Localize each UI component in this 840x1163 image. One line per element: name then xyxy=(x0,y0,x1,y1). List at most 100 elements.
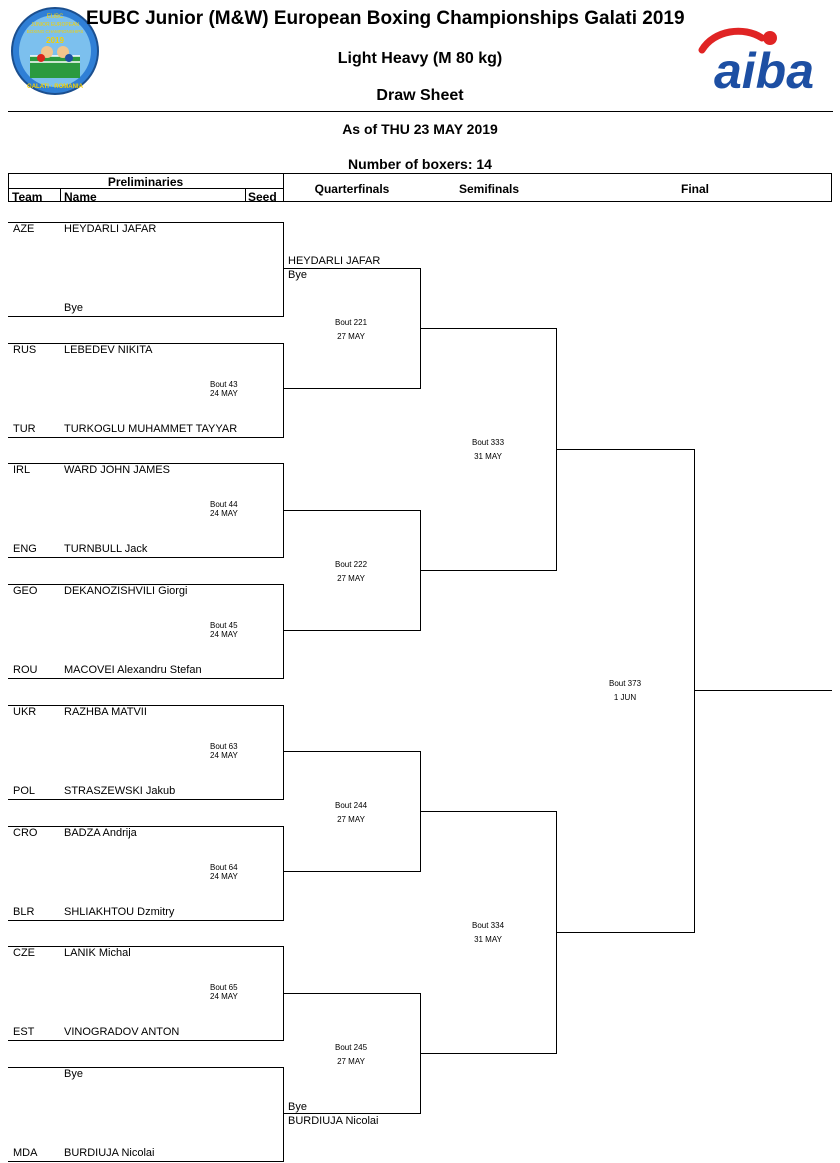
qf-line-top xyxy=(283,510,421,511)
prelim-bout-number: Bout 63 xyxy=(210,742,238,751)
aiba-wordmark: aiba xyxy=(714,43,814,94)
entrant-team: BLR xyxy=(13,906,35,918)
qf-bye-note: Bye xyxy=(288,269,307,281)
final-bout-number: Bout 373 xyxy=(608,679,642,688)
entrant-name: RAZHBA MATVII xyxy=(64,706,147,718)
prelim-bout-date: 24 MAY xyxy=(210,509,238,518)
prelim-line-top xyxy=(8,705,284,706)
prelim-bout-number: Bout 64 xyxy=(210,863,238,872)
qf-bout-number: Bout 221 xyxy=(334,318,368,327)
prelim-bout-number: Bout 45 xyxy=(210,621,238,630)
entrant-team: AZE xyxy=(13,223,35,235)
prelim-line-top xyxy=(8,826,284,827)
boxers-count: Number of boxers: 14 xyxy=(348,156,492,172)
entrant-team: RUS xyxy=(13,344,37,356)
col-team: Team xyxy=(12,190,43,204)
entrant-team: POL xyxy=(13,785,36,797)
qf-bye-note: Bye xyxy=(288,1101,307,1113)
prelim-line-top xyxy=(8,1067,284,1068)
entrant-name: WARD JOHN JAMES xyxy=(64,464,170,476)
prelim-connector xyxy=(283,826,284,920)
entrant-name: BADZA Andrija xyxy=(64,827,137,839)
prelim-bout-date: 24 MAY xyxy=(210,751,238,760)
final-bout-date: 1 JUN xyxy=(613,693,637,702)
entrant-team: EST xyxy=(13,1026,35,1038)
entrant-team: UKR xyxy=(13,706,37,718)
prelim-connector xyxy=(283,343,284,437)
qf-bout-number: Bout 244 xyxy=(334,801,368,810)
prelim-line-bottom xyxy=(8,678,284,679)
sf-bout-number: Bout 333 xyxy=(471,438,505,447)
prelim-line-top xyxy=(8,584,284,585)
qf-bout-number: Bout 222 xyxy=(334,560,368,569)
prelim-connector xyxy=(283,584,284,678)
entrant-name: Bye xyxy=(64,302,83,314)
prelim-line-top xyxy=(8,222,284,223)
entrant-team: GEO xyxy=(13,585,38,597)
prelim-bout-number: Bout 43 xyxy=(210,380,238,389)
entrant-name: Bye xyxy=(64,1068,83,1080)
prelim-line-bottom xyxy=(8,316,284,317)
sf-line-bottom xyxy=(420,570,557,571)
prelim-bout-number: Bout 65 xyxy=(210,983,238,992)
prelim-bout-date: 24 MAY xyxy=(210,630,238,639)
entrant-name: DEKANOZISHVILI Giorgi xyxy=(64,585,188,597)
sheet-title: Draw Sheet xyxy=(376,87,464,104)
entrant-name: MACOVEI Alexandru Stefan xyxy=(64,664,202,676)
entrant-team: ENG xyxy=(13,543,37,555)
prelim-line-top xyxy=(8,946,284,947)
col-seed: Seed xyxy=(248,190,277,204)
prelim-line-bottom xyxy=(8,557,284,558)
qf-bout-date: 27 MAY xyxy=(337,1057,365,1066)
entrant-team: IRL xyxy=(13,464,31,476)
final-line-top xyxy=(556,449,695,450)
as-of-date: As of THU 23 MAY 2019 xyxy=(342,121,498,137)
qf-line-top xyxy=(283,268,421,269)
entrant-team: TUR xyxy=(13,423,36,435)
aiba-logo: aiba xyxy=(698,27,814,94)
prelim-bout-date: 24 MAY xyxy=(210,992,238,1001)
entrant-name: VINOGRADOV ANTON xyxy=(64,1026,180,1038)
col-preliminaries: Preliminaries xyxy=(107,175,184,189)
sf-line-top xyxy=(420,811,557,812)
logo-text-galati: GALATI · ROMANIA xyxy=(27,84,84,90)
sf-bout-date: 31 MAY xyxy=(474,935,502,944)
entrant-name: LEBEDEV NIKITA xyxy=(64,344,153,356)
entrant-name: HEYDARLI JAFAR xyxy=(64,223,157,235)
entrant-team: MDA xyxy=(13,1147,38,1159)
sf-line-bottom xyxy=(420,1053,557,1054)
qf-line-bottom xyxy=(283,388,421,389)
header-separator xyxy=(283,173,284,202)
eubc-championship-logo: EUBC JUNIOR EUROPEAN BOXING CHAMPIONSHIP… xyxy=(11,7,99,95)
entrant-team: CZE xyxy=(13,947,35,959)
qf-advanced-name: BURDIUJA Nicolai xyxy=(288,1115,379,1127)
qf-line-top xyxy=(283,993,421,994)
entrant-team: CRO xyxy=(13,827,38,839)
prelim-bout-date: 24 MAY xyxy=(210,389,238,398)
qf-line-top xyxy=(283,751,421,752)
prelim-bout-date: 24 MAY xyxy=(210,872,238,881)
entrant-name: TURNBULL Jack xyxy=(64,543,148,555)
col-final: Final xyxy=(680,182,709,196)
qf-line-bottom xyxy=(283,1113,421,1114)
prelim-line-bottom xyxy=(8,437,284,438)
prelim-line-bottom xyxy=(8,1161,284,1162)
weight-class: Light Heavy (M 80 kg) xyxy=(337,50,503,67)
prelim-line-top xyxy=(8,463,284,464)
qf-advanced-name: HEYDARLI JAFAR xyxy=(288,255,381,267)
col-name: Name xyxy=(64,190,97,204)
prelim-line-bottom xyxy=(8,799,284,800)
logo-text-junior: JUNIOR EUROPEAN xyxy=(31,22,79,28)
qf-bout-date: 27 MAY xyxy=(337,574,365,583)
header-col-sep-seed xyxy=(245,188,246,202)
qf-bout-date: 27 MAY xyxy=(337,815,365,824)
prelim-line-top xyxy=(8,343,284,344)
header-divider xyxy=(8,111,833,112)
qf-line-bottom xyxy=(283,871,421,872)
prelim-connector xyxy=(283,1067,284,1161)
logo-text-year: 2019 xyxy=(46,36,64,45)
column-header-table xyxy=(8,173,832,202)
entrant-name: BURDIUJA Nicolai xyxy=(64,1147,155,1159)
prelim-connector xyxy=(283,705,284,799)
header-subdivider xyxy=(8,188,283,189)
